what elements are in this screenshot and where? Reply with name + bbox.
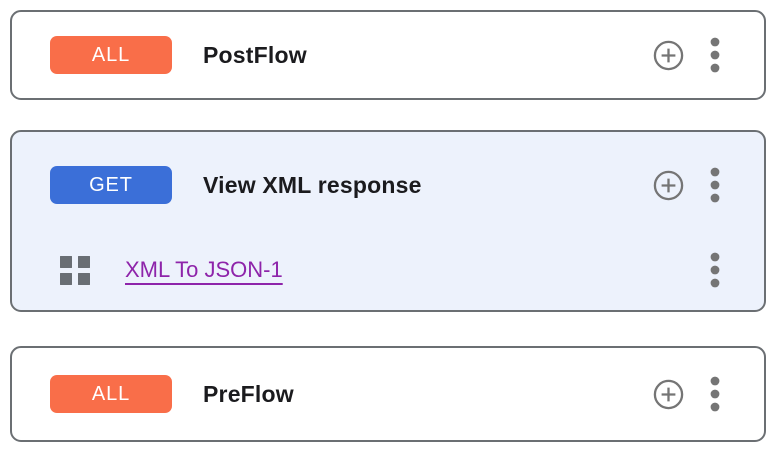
grid-squares-icon bbox=[60, 255, 90, 285]
flow-actions bbox=[653, 167, 720, 203]
flow-menu-button[interactable] bbox=[710, 376, 720, 412]
flow-menu-button[interactable] bbox=[710, 167, 720, 203]
flow-title: PreFlow bbox=[203, 380, 294, 407]
flow-title: View XML response bbox=[203, 171, 422, 198]
kebab-menu-icon bbox=[710, 167, 720, 203]
kebab-menu-icon bbox=[710, 252, 720, 288]
add-policy-button[interactable] bbox=[653, 170, 684, 201]
plus-circle-icon bbox=[653, 170, 684, 200]
policy-link[interactable]: XML To JSON-1 bbox=[125, 257, 283, 282]
policy-row: XML To JSON-1 bbox=[12, 251, 764, 289]
plus-circle-icon bbox=[653, 40, 684, 70]
policy-menu-button[interactable] bbox=[710, 252, 720, 288]
flow-actions bbox=[653, 376, 720, 412]
method-badge: ALL bbox=[50, 36, 172, 74]
flow-header: ALL PreFlow bbox=[12, 374, 764, 414]
drag-handle-icon[interactable] bbox=[60, 255, 90, 285]
flow-header: ALL PostFlow bbox=[12, 35, 764, 75]
add-policy-button[interactable] bbox=[653, 40, 684, 71]
flow-card-postflow[interactable]: ALL PostFlow bbox=[10, 10, 766, 100]
flow-card-preflow[interactable]: ALL PreFlow bbox=[10, 346, 766, 442]
method-badge: ALL bbox=[50, 375, 172, 413]
kebab-menu-icon bbox=[710, 37, 720, 73]
method-badge: GET bbox=[50, 166, 172, 204]
plus-circle-icon bbox=[653, 379, 684, 409]
flow-card-view-xml-response[interactable]: GET View XML response bbox=[10, 130, 766, 312]
kebab-menu-icon bbox=[710, 376, 720, 412]
flow-actions bbox=[653, 37, 720, 73]
flow-menu-button[interactable] bbox=[710, 37, 720, 73]
flow-header: GET View XML response bbox=[12, 165, 764, 205]
add-policy-button[interactable] bbox=[653, 379, 684, 410]
flow-title: PostFlow bbox=[203, 41, 307, 68]
